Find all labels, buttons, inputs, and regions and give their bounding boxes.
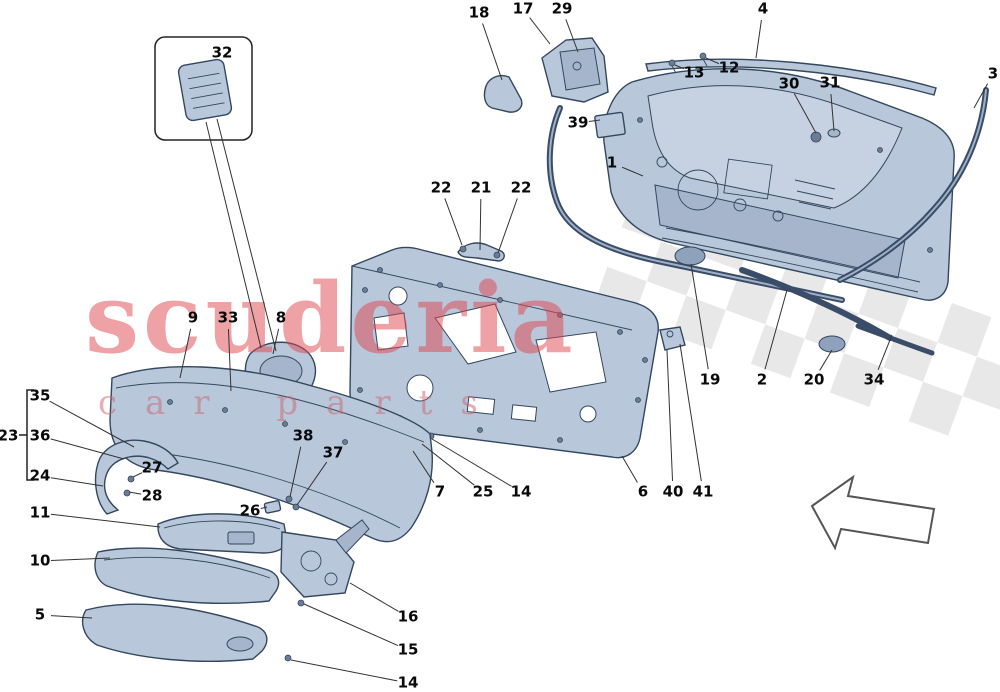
bracket-21-with-screws bbox=[457, 242, 505, 262]
leader-line-5 bbox=[50, 615, 93, 619]
leader-line-30 bbox=[793, 93, 817, 134]
seal-2 bbox=[739, 267, 893, 341]
door-substructure-panel bbox=[349, 246, 659, 459]
leader-line-37 bbox=[296, 461, 328, 506]
leader-line-24 bbox=[50, 477, 104, 487]
seal-3-highlight bbox=[839, 89, 987, 281]
clip-26 bbox=[263, 500, 282, 514]
watermark-subtitle: car parts bbox=[98, 383, 506, 423]
seal-34 bbox=[855, 323, 935, 356]
leader-line-11 bbox=[50, 513, 161, 528]
leader-line-41 bbox=[679, 343, 702, 482]
grille-reference-lines bbox=[205, 118, 277, 352]
leader-line-1 bbox=[621, 166, 644, 177]
leader-line-25 bbox=[421, 443, 475, 486]
lower-trim-strip bbox=[82, 603, 292, 662]
speaker-grille bbox=[177, 58, 233, 122]
screw-15 bbox=[297, 599, 305, 607]
panel-fastener-dots bbox=[357, 267, 648, 443]
leader-line-6 bbox=[621, 455, 638, 483]
leader-line-33 bbox=[227, 328, 232, 392]
screw-38 bbox=[285, 495, 293, 503]
screw-37 bbox=[292, 503, 300, 511]
leader-line-21 bbox=[479, 198, 482, 251]
leader-line-14 bbox=[290, 659, 398, 682]
leader-line-40 bbox=[666, 349, 674, 482]
watermark: scuderia car parts bbox=[85, 262, 577, 423]
check-strap-bracket bbox=[659, 326, 686, 351]
leader-line-8 bbox=[272, 328, 280, 355]
leader-line-9 bbox=[179, 328, 192, 379]
leader-line-27 bbox=[132, 472, 143, 478]
direction-arrow bbox=[810, 474, 936, 551]
seal-1-highlight bbox=[548, 107, 843, 301]
leader-line-3 bbox=[973, 83, 989, 109]
leader-line-20 bbox=[819, 349, 833, 371]
leader-line-15 bbox=[303, 603, 399, 647]
leader-line-38 bbox=[289, 446, 302, 498]
leader-line-18 bbox=[482, 23, 503, 81]
leader-line-12 bbox=[705, 57, 720, 65]
leader-line-4 bbox=[755, 19, 762, 59]
storage-pocket bbox=[94, 547, 280, 604]
wedge-trim bbox=[483, 74, 523, 113]
leader-line-26 bbox=[260, 506, 268, 509]
leader-line-10 bbox=[50, 557, 111, 562]
leader-line-28 bbox=[128, 491, 142, 495]
leader-line-14 bbox=[431, 438, 512, 487]
parts-artwork bbox=[82, 37, 989, 662]
mirror-flag-trim bbox=[541, 37, 609, 103]
leader-lines bbox=[19, 17, 989, 682]
watermark-brand: scuderia bbox=[85, 262, 577, 375]
group-bracket-23 bbox=[19, 389, 34, 481]
leader-line-16 bbox=[349, 582, 399, 612]
grab-handle-trim bbox=[94, 439, 179, 515]
sill-trim-panel bbox=[109, 366, 434, 543]
leader-line-29 bbox=[565, 19, 579, 53]
leader-line-13 bbox=[674, 64, 685, 70]
leader-line-2 bbox=[764, 289, 788, 370]
leader-line-36 bbox=[50, 438, 125, 460]
leader-line-34 bbox=[877, 334, 893, 370]
leader-line-31 bbox=[830, 93, 835, 132]
latch-mechanism bbox=[263, 495, 370, 607]
leader-line-35 bbox=[49, 400, 135, 448]
detail-box-32 bbox=[154, 36, 253, 141]
grommet-19 bbox=[674, 246, 706, 266]
screw-14-bottom bbox=[284, 654, 292, 662]
grommet-20 bbox=[818, 335, 846, 353]
leader-line-7 bbox=[412, 450, 435, 484]
fasteners-top bbox=[668, 52, 708, 74]
door-frame-assembly bbox=[603, 68, 955, 301]
plate-39 bbox=[594, 111, 626, 139]
leader-line-22 bbox=[497, 198, 518, 254]
leader-line-19 bbox=[690, 263, 709, 370]
armrest bbox=[157, 513, 288, 554]
leader-line-22 bbox=[444, 198, 463, 246]
leader-line-17 bbox=[529, 17, 551, 45]
leader-line-39 bbox=[588, 119, 601, 123]
